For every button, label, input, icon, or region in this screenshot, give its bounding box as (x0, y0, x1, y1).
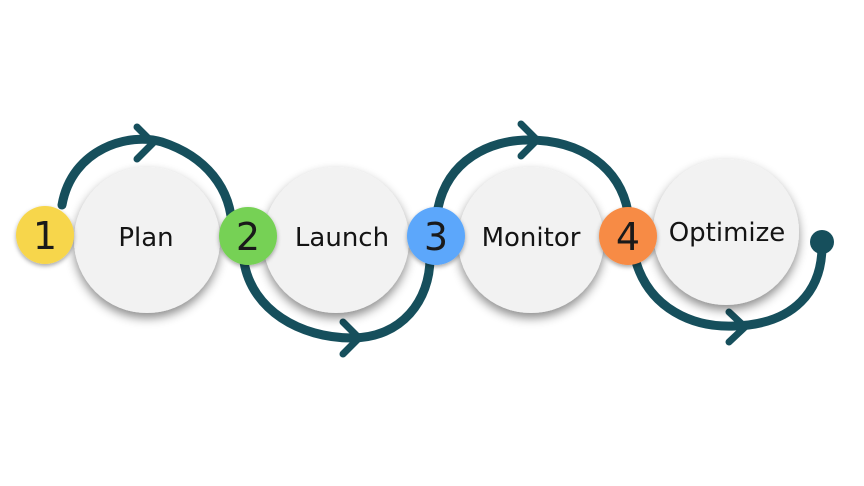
step-number-badge (407, 207, 465, 265)
step-number-badge (16, 206, 74, 264)
step-circle (653, 159, 799, 305)
step-number: 4 (616, 215, 640, 259)
step-label: Optimize (669, 218, 786, 248)
arrowhead-3-icon (517, 120, 541, 160)
arrowhead-1-icon (133, 123, 157, 163)
arrowhead-2-icon (339, 318, 363, 358)
step-label: Launch (295, 223, 389, 253)
flow-arrows (57, 120, 834, 358)
step-circle (458, 167, 604, 313)
step-number-badge (219, 207, 277, 265)
step-number-badge (599, 207, 657, 265)
step-number: 2 (236, 215, 260, 259)
step-circle (263, 167, 409, 313)
step-plan: 1 Plan (16, 167, 220, 313)
step-number: 3 (424, 215, 448, 259)
step-optimize: 4 Optimize (599, 159, 799, 305)
step-launch: 2 Launch (219, 167, 409, 313)
step-monitor: 3 Monitor (407, 167, 604, 313)
arrowhead-4-icon (725, 308, 749, 346)
arc-launch-to-monitor (239, 253, 435, 343)
step-circle (74, 167, 220, 313)
arc-optimize-to-end (631, 241, 827, 331)
arc-plan-to-launch (57, 134, 237, 235)
arc-monitor-to-optimize (433, 135, 633, 217)
step-number: 1 (33, 214, 57, 258)
end-dot-icon (810, 230, 834, 254)
step-label: Monitor (482, 223, 581, 253)
step-label: Plan (118, 223, 173, 253)
